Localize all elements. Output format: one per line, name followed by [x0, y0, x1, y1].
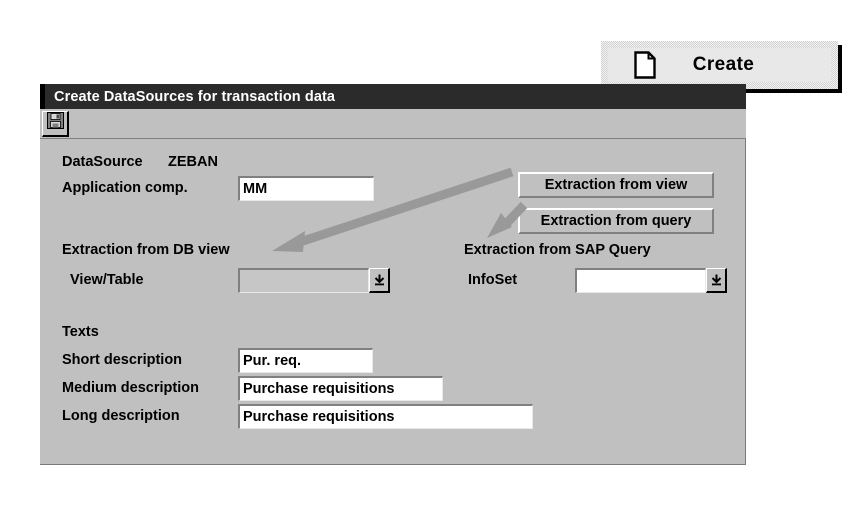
form-panel: DataSource ZEBAN Application comp. MM Ex…: [40, 139, 746, 465]
create-button-label: Create: [692, 54, 755, 75]
save-button[interactable]: [42, 110, 69, 137]
datasource-label: DataSource: [62, 154, 143, 170]
infoset-combo[interactable]: [575, 268, 727, 293]
infoset-input[interactable]: [575, 268, 706, 293]
short-description-label: Short description: [62, 352, 183, 368]
extraction-from-view-button[interactable]: Extraction from view: [518, 172, 714, 198]
texts-section-title: Texts: [62, 324, 99, 340]
application-comp-input[interactable]: MM: [238, 176, 374, 201]
window-title: Create DataSources for transaction data: [54, 88, 336, 105]
view-table-input[interactable]: [238, 268, 369, 293]
floppy-disk-save-icon: [46, 112, 64, 134]
document-page-icon: [634, 51, 656, 79]
sap-window: Create DataSources for transaction data …: [40, 84, 746, 466]
dropdown-arrow-icon[interactable]: [369, 268, 390, 293]
short-description-input[interactable]: Pur. req.: [238, 348, 373, 373]
window-toolbar: [40, 109, 746, 139]
infoset-label: InfoSet: [468, 272, 518, 288]
db-view-section-title: Extraction from DB view: [62, 242, 230, 258]
view-table-combo[interactable]: [238, 268, 390, 293]
dropdown-arrow-icon[interactable]: [706, 268, 727, 293]
medium-description-label: Medium description: [62, 380, 199, 396]
window-titlebar: Create DataSources for transaction data: [40, 84, 746, 109]
medium-description-input[interactable]: Purchase requisitions: [238, 376, 443, 401]
long-description-label: Long description: [62, 408, 180, 424]
view-table-label: View/Table: [70, 272, 144, 288]
long-description-input[interactable]: Purchase requisitions: [238, 404, 533, 429]
datasource-value: ZEBAN: [168, 154, 218, 170]
sap-query-section-title: Extraction from SAP Query: [464, 242, 651, 258]
extraction-from-query-button[interactable]: Extraction from query: [518, 208, 714, 234]
application-comp-label: Application comp.: [62, 180, 188, 196]
create-callout-button[interactable]: Create: [601, 41, 838, 89]
